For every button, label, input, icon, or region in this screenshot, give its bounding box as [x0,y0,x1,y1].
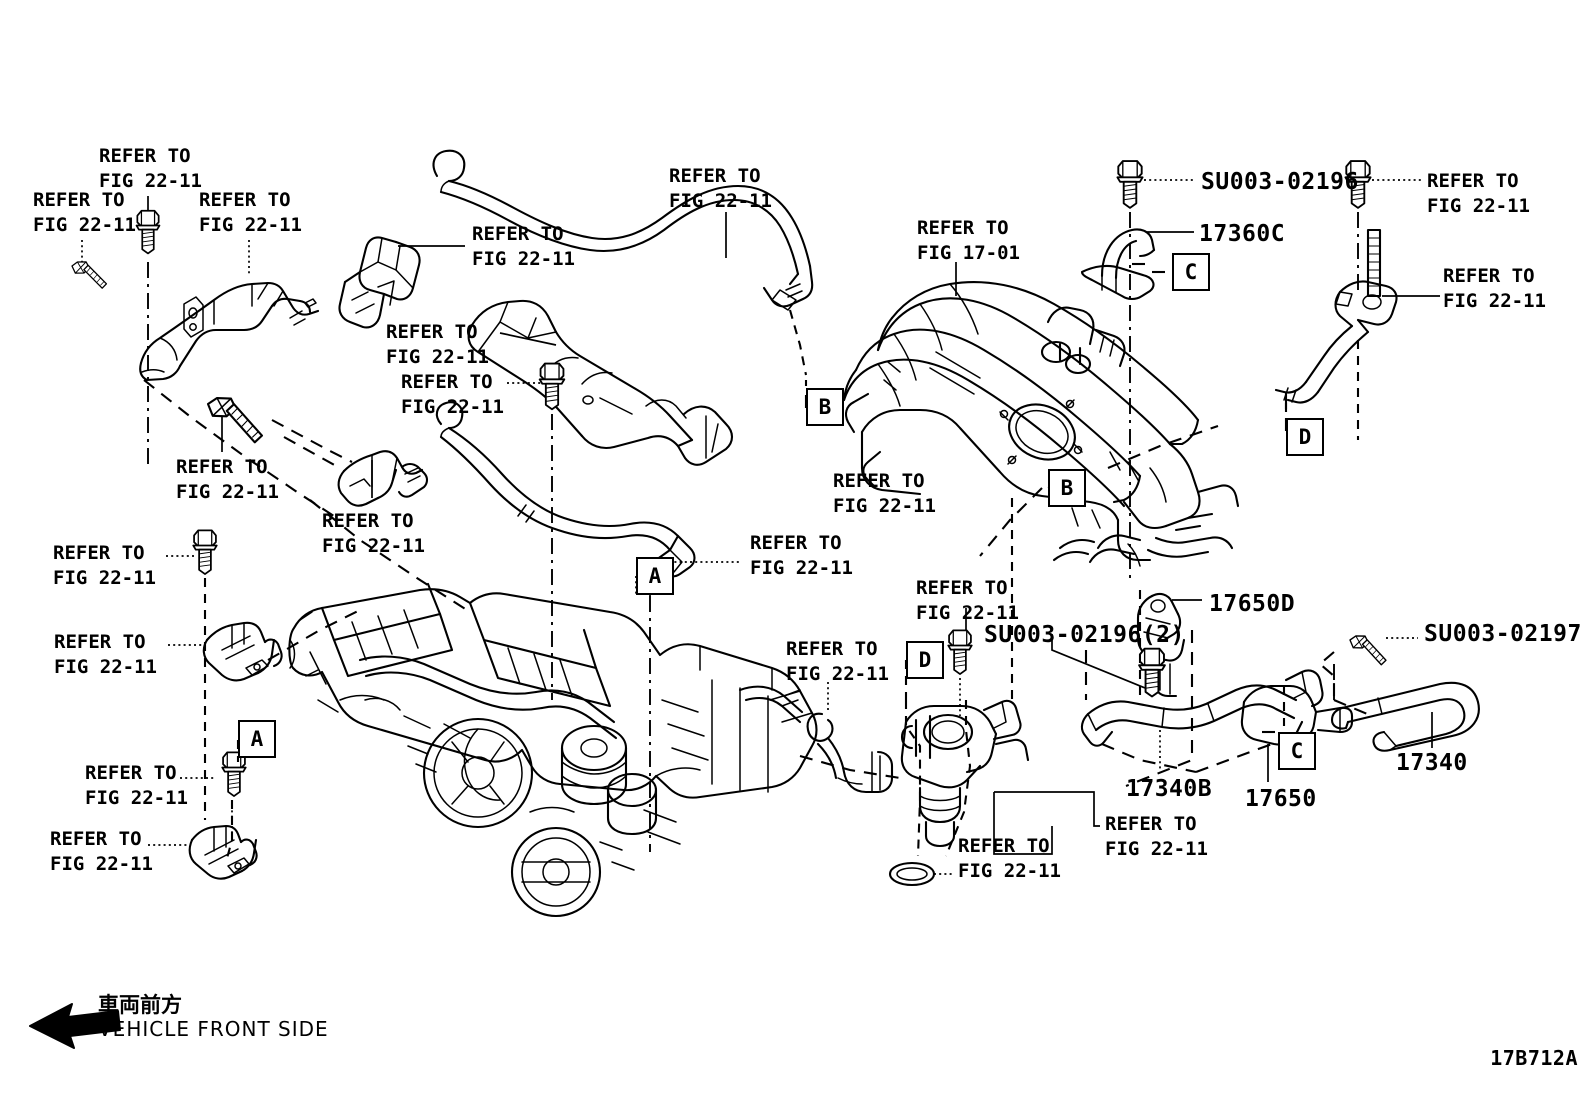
part-17650d: 17650D [1209,591,1296,617]
vehicle-front-arrow [29,1003,121,1049]
callout-c-upper: C [1172,253,1210,291]
refer-label-3: REFER TO FIG 22-11 [199,189,302,236]
refer-label-20: REFER TO FIG 22-11 [916,577,1019,624]
refer-label-4: REFER TO FIG 22-11 [472,223,575,270]
refer-label-19: REFER TO FIG 22-11 [786,638,889,685]
refer-label-5: REFER TO FIG 22-11 [669,165,772,212]
front-direction-en: VEHICLE FRONT SIDE [98,1017,329,1041]
refer-label-7: REFER TO FIG 22-11 [1427,170,1530,217]
refer-label-8: REFER TO FIG 22-11 [1443,265,1546,312]
refer-label-13: REFER TO FIG 22-11 [833,470,936,517]
refer-label-9: REFER TO FIG 22-11 [386,321,489,368]
callout-a-upper: A [636,557,674,595]
refer-label-2: REFER TO FIG 22-11 [33,189,136,236]
refer-label-17: REFER TO FIG 22-11 [85,762,188,809]
callout-c-lower: C [1278,732,1316,770]
callout-d-upper: D [1286,418,1324,456]
front-direction-note: 車両前方 VEHICLE FRONT SIDE [98,993,329,1041]
callout-d-lower: D [906,641,944,679]
part-17650: 17650 [1245,786,1317,812]
part-17360c: 17360C [1199,221,1286,247]
refer-label-11: REFER TO FIG 22-11 [176,456,279,503]
refer-label-15: REFER TO FIG 22-11 [53,542,156,589]
refer-label-22: REFER TO FIG 22-11 [958,835,1061,882]
refer-label-1: REFER TO FIG 22-11 [99,145,202,192]
refer-label-14: REFER TO FIG 22-11 [750,532,853,579]
part-17340b: 17340B [1126,776,1213,802]
callout-b-lower: B [1048,469,1086,507]
refer-label-12: REFER TO FIG 22-11 [322,510,425,557]
front-direction-jp: 車両前方 [98,993,182,1017]
callout-a-lower: A [238,720,276,758]
part-17340: 17340 [1396,750,1468,776]
refer-label-18: REFER TO FIG 22-11 [50,828,153,875]
part-su003-02196: SU003-02196 [1201,169,1359,195]
sheet-id: 17B712A [1490,1046,1578,1070]
refer-label-21: REFER TO FIG 22-11 [1105,813,1208,860]
callout-b-upper: B [806,388,844,426]
refer-label-6: REFER TO FIG 17-01 [917,217,1020,264]
part-su003-02196-2: SU003-02196(2) [984,622,1185,648]
refer-label-10: REFER TO FIG 22-11 [401,371,504,418]
refer-label-16: REFER TO FIG 22-11 [54,631,157,678]
part-su003-02197: SU003-02197 [1424,621,1582,647]
